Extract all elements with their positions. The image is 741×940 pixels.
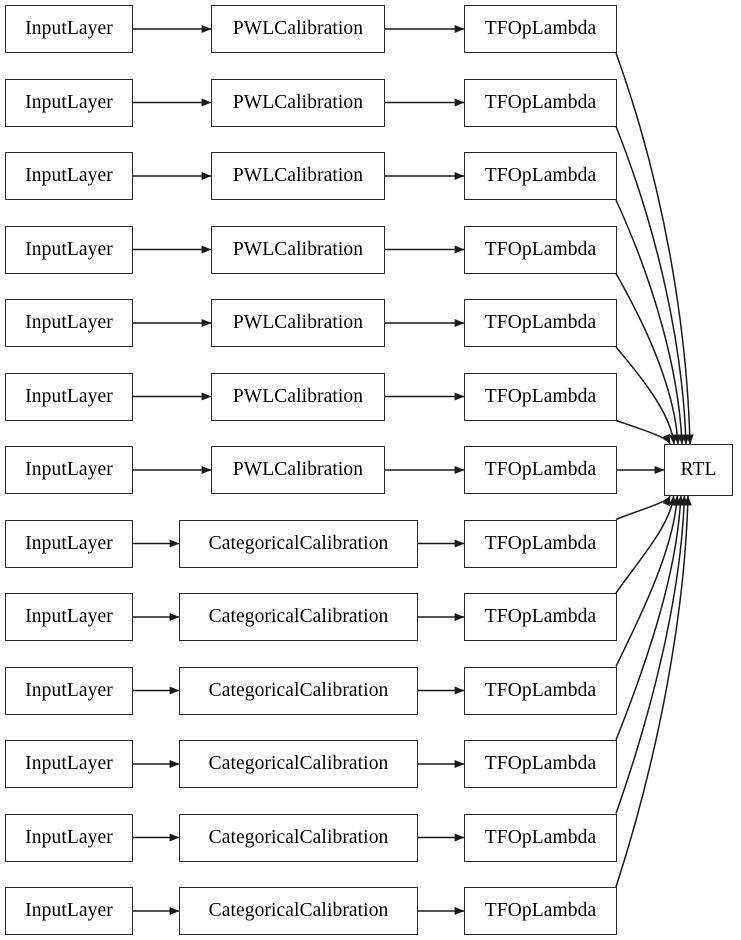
edge-lambda-to-rtl-12: [615, 495, 692, 888]
node-calibration-2: PWLCalibration: [211, 152, 385, 200]
edge-lambda-to-rtl-10: [615, 495, 685, 741]
node-calibration-5: PWLCalibration: [211, 372, 385, 421]
node-input-layer-10: InputLayer: [5, 740, 133, 788]
node-tfoplambda-1: TFOpLambda: [464, 78, 617, 127]
node-tfoplambda-12: TFOpLambda: [464, 887, 617, 935]
node-calibration-12: CategoricalCalibration: [179, 887, 418, 935]
node-calibration-11: CategoricalCalibration: [179, 813, 418, 862]
node-tfoplambda-5-label: TFOpLambda: [484, 385, 597, 407]
node-input-layer-7-label: InputLayer: [25, 532, 113, 554]
node-tfoplambda-0-label: TFOpLambda: [484, 18, 597, 40]
node-input-layer-5-label: InputLayer: [25, 385, 113, 407]
node-calibration-10-label: CategoricalCalibration: [208, 753, 389, 775]
node-calibration-3: PWLCalibration: [211, 225, 385, 274]
node-tfoplambda-5: TFOpLambda: [464, 372, 617, 421]
node-calibration-1: PWLCalibration: [211, 78, 385, 127]
node-input-layer-5: InputLayer: [5, 372, 133, 421]
node-calibration-10: CategoricalCalibration: [179, 740, 418, 788]
node-input-layer-9: InputLayer: [5, 666, 133, 715]
node-calibration-2-label: PWLCalibration: [232, 165, 364, 187]
edge-lambda-to-rtl-4: [615, 346, 678, 445]
node-tfoplambda-0: TFOpLambda: [464, 5, 617, 53]
node-calibration-9: CategoricalCalibration: [179, 666, 418, 715]
node-input-layer-2: InputLayer: [5, 152, 133, 200]
node-input-layer-9-label: InputLayer: [25, 679, 113, 701]
node-tfoplambda-11: TFOpLambda: [464, 813, 617, 862]
node-input-layer-3: InputLayer: [5, 225, 133, 274]
node-calibration-4-label: PWLCalibration: [232, 312, 364, 334]
node-tfoplambda-6: TFOpLambda: [464, 446, 617, 494]
node-input-layer-0-label: InputLayer: [25, 18, 113, 40]
edge-lambda-to-rtl-2: [615, 199, 686, 445]
node-input-layer-7: InputLayer: [5, 519, 133, 568]
edge-lambda-to-rtl-0: [615, 52, 694, 445]
node-calibration-5-label: PWLCalibration: [232, 385, 364, 407]
edge-lambda-to-rtl-3: [615, 273, 682, 445]
node-tfoplambda-7: TFOpLambda: [464, 519, 617, 568]
node-tfoplambda-2: TFOpLambda: [464, 152, 617, 200]
node-calibration-1-label: PWLCalibration: [232, 91, 364, 113]
edge-lambda-to-rtl-9: [615, 495, 681, 667]
node-input-layer-12-label: InputLayer: [25, 900, 113, 922]
node-calibration-8: CategoricalCalibration: [179, 593, 418, 641]
node-tfoplambda-10: TFOpLambda: [464, 740, 617, 788]
node-tfoplambda-11-label: TFOpLambda: [484, 826, 597, 848]
node-input-layer-6-label: InputLayer: [25, 459, 113, 481]
node-calibration-0: PWLCalibration: [211, 5, 385, 53]
node-tfoplambda-3-label: TFOpLambda: [484, 238, 597, 260]
node-tfoplambda-10-label: TFOpLambda: [484, 753, 597, 775]
node-tfoplambda-1-label: TFOpLambda: [484, 91, 597, 113]
node-tfoplambda-8-label: TFOpLambda: [484, 606, 597, 628]
node-tfoplambda-12-label: TFOpLambda: [484, 900, 597, 922]
node-calibration-0-label: PWLCalibration: [232, 18, 364, 40]
edge-lambda-to-rtl-1: [615, 126, 690, 445]
node-tfoplambda-9: TFOpLambda: [464, 666, 617, 715]
node-input-layer-11-label: InputLayer: [25, 826, 113, 848]
node-input-layer-8: InputLayer: [5, 593, 133, 641]
node-tfoplambda-4-label: TFOpLambda: [484, 312, 597, 334]
node-calibration-6-label: PWLCalibration: [232, 459, 364, 481]
node-input-layer-12: InputLayer: [5, 887, 133, 935]
node-calibration-9-label: CategoricalCalibration: [208, 679, 389, 701]
node-tfoplambda-7-label: TFOpLambda: [484, 532, 597, 554]
node-input-layer-1: InputLayer: [5, 78, 133, 127]
node-tfoplambda-4: TFOpLambda: [464, 299, 617, 347]
node-calibration-4: PWLCalibration: [211, 299, 385, 347]
node-calibration-7-label: CategoricalCalibration: [208, 532, 389, 554]
node-rtl-label: RTL: [680, 459, 717, 481]
node-calibration-12-label: CategoricalCalibration: [208, 900, 389, 922]
node-input-layer-1-label: InputLayer: [25, 91, 113, 113]
node-input-layer-4-label: InputLayer: [25, 312, 113, 334]
edge-lambda-to-rtl-5: [615, 419, 671, 445]
edge-lambda-to-rtl-11: [615, 495, 689, 814]
node-tfoplambda-2-label: TFOpLambda: [484, 165, 597, 187]
edge-lambda-to-rtl-7: [615, 495, 671, 521]
node-input-layer-8-label: InputLayer: [25, 606, 113, 628]
node-input-layer-11: InputLayer: [5, 813, 133, 862]
node-calibration-8-label: CategoricalCalibration: [208, 606, 389, 628]
node-input-layer-6: InputLayer: [5, 446, 133, 494]
node-calibration-6: PWLCalibration: [211, 446, 385, 494]
node-rtl: RTL: [664, 444, 733, 496]
node-calibration-7: CategoricalCalibration: [179, 519, 418, 568]
node-input-layer-3-label: InputLayer: [25, 238, 113, 260]
node-tfoplambda-9-label: TFOpLambda: [484, 679, 597, 701]
node-tfoplambda-8: TFOpLambda: [464, 593, 617, 641]
node-input-layer-10-label: InputLayer: [25, 753, 113, 775]
node-input-layer-4: InputLayer: [5, 299, 133, 347]
edge-lambda-to-rtl-8: [615, 495, 677, 594]
node-tfoplambda-6-label: TFOpLambda: [484, 459, 597, 481]
node-tfoplambda-3: TFOpLambda: [464, 225, 617, 274]
node-calibration-3-label: PWLCalibration: [232, 238, 364, 260]
node-calibration-11-label: CategoricalCalibration: [208, 826, 389, 848]
node-input-layer-0: InputLayer: [5, 5, 133, 53]
node-input-layer-2-label: InputLayer: [25, 165, 113, 187]
